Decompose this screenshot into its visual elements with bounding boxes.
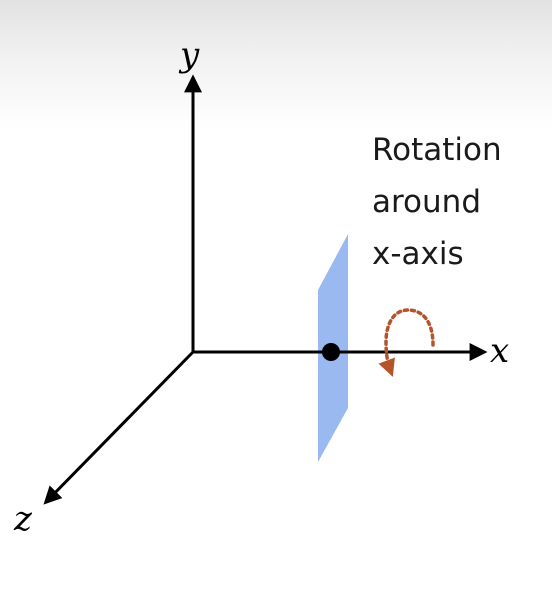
caption-line-2: around	[372, 184, 481, 220]
intersection-point	[322, 343, 340, 361]
x-axis-label: x	[490, 331, 509, 371]
z-axis	[43, 350, 195, 505]
caption-line-3: x-axis	[372, 236, 464, 272]
rotation-caption: Rotation around x-axis	[372, 124, 550, 280]
caption-line-1: Rotation	[372, 132, 502, 168]
y-axis-label: y	[178, 35, 200, 75]
rotation-arrow-icon	[378, 308, 435, 377]
z-axis-label: z	[13, 499, 33, 539]
